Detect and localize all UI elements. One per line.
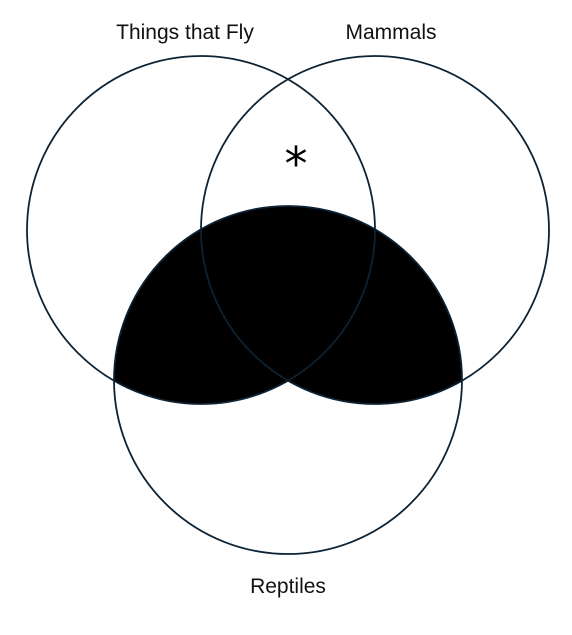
label-reptiles: Reptiles: [250, 575, 326, 598]
asterisk-marker: *: [285, 137, 308, 191]
circle-reptiles: [113, 205, 463, 555]
label-mammals: Mammals: [345, 21, 436, 44]
shaded-region: [114, 206, 462, 404]
label-things-that-fly: Things that Fly: [116, 21, 254, 44]
